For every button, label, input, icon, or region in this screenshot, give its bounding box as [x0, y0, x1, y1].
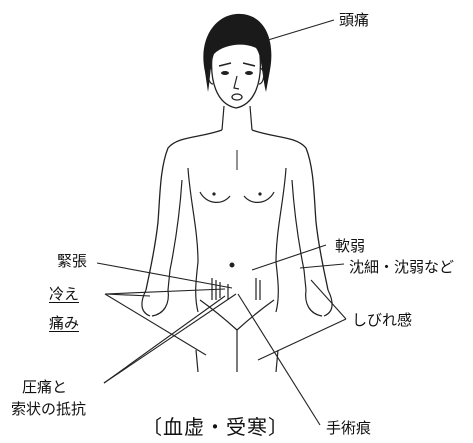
neck [222, 106, 252, 130]
label-tension: 緊張 [57, 252, 87, 270]
eye-left [221, 71, 229, 75]
label-weakness: 軟弱 [335, 237, 365, 255]
hand-left [142, 290, 168, 316]
label-cold: 冷え [49, 285, 79, 303]
arm-right-inner [292, 180, 306, 290]
eye-right [245, 71, 253, 75]
leader-lines [97, 20, 346, 425]
nose [234, 76, 239, 89]
label-tenderness-line1: 圧痛と [22, 378, 67, 396]
brow-left [219, 63, 231, 66]
mouth [232, 94, 242, 100]
label-headache: 頭痛 [339, 11, 369, 29]
torso-right [276, 168, 286, 312]
caption: 〔血虚・受寒〕 [142, 411, 289, 440]
nipple-right [258, 192, 261, 195]
navel [230, 263, 235, 268]
arm-left-outer [146, 130, 222, 290]
label-numbness: しびれ感 [352, 311, 412, 329]
arm-left-inner [168, 180, 182, 290]
leg-left-stroke [196, 350, 198, 372]
label-pain: 痛み [49, 314, 79, 332]
pelvis-line [200, 300, 274, 330]
label-pulse: 沈細・沈弱など [349, 258, 454, 276]
label-scar: 手術痕 [326, 419, 371, 437]
label-tenderness-line2: 索状の抵抗 [11, 400, 86, 418]
brow-right [243, 63, 255, 66]
hand-right [306, 290, 332, 316]
leg-right-stroke [276, 350, 278, 372]
nipple-left [212, 192, 215, 195]
